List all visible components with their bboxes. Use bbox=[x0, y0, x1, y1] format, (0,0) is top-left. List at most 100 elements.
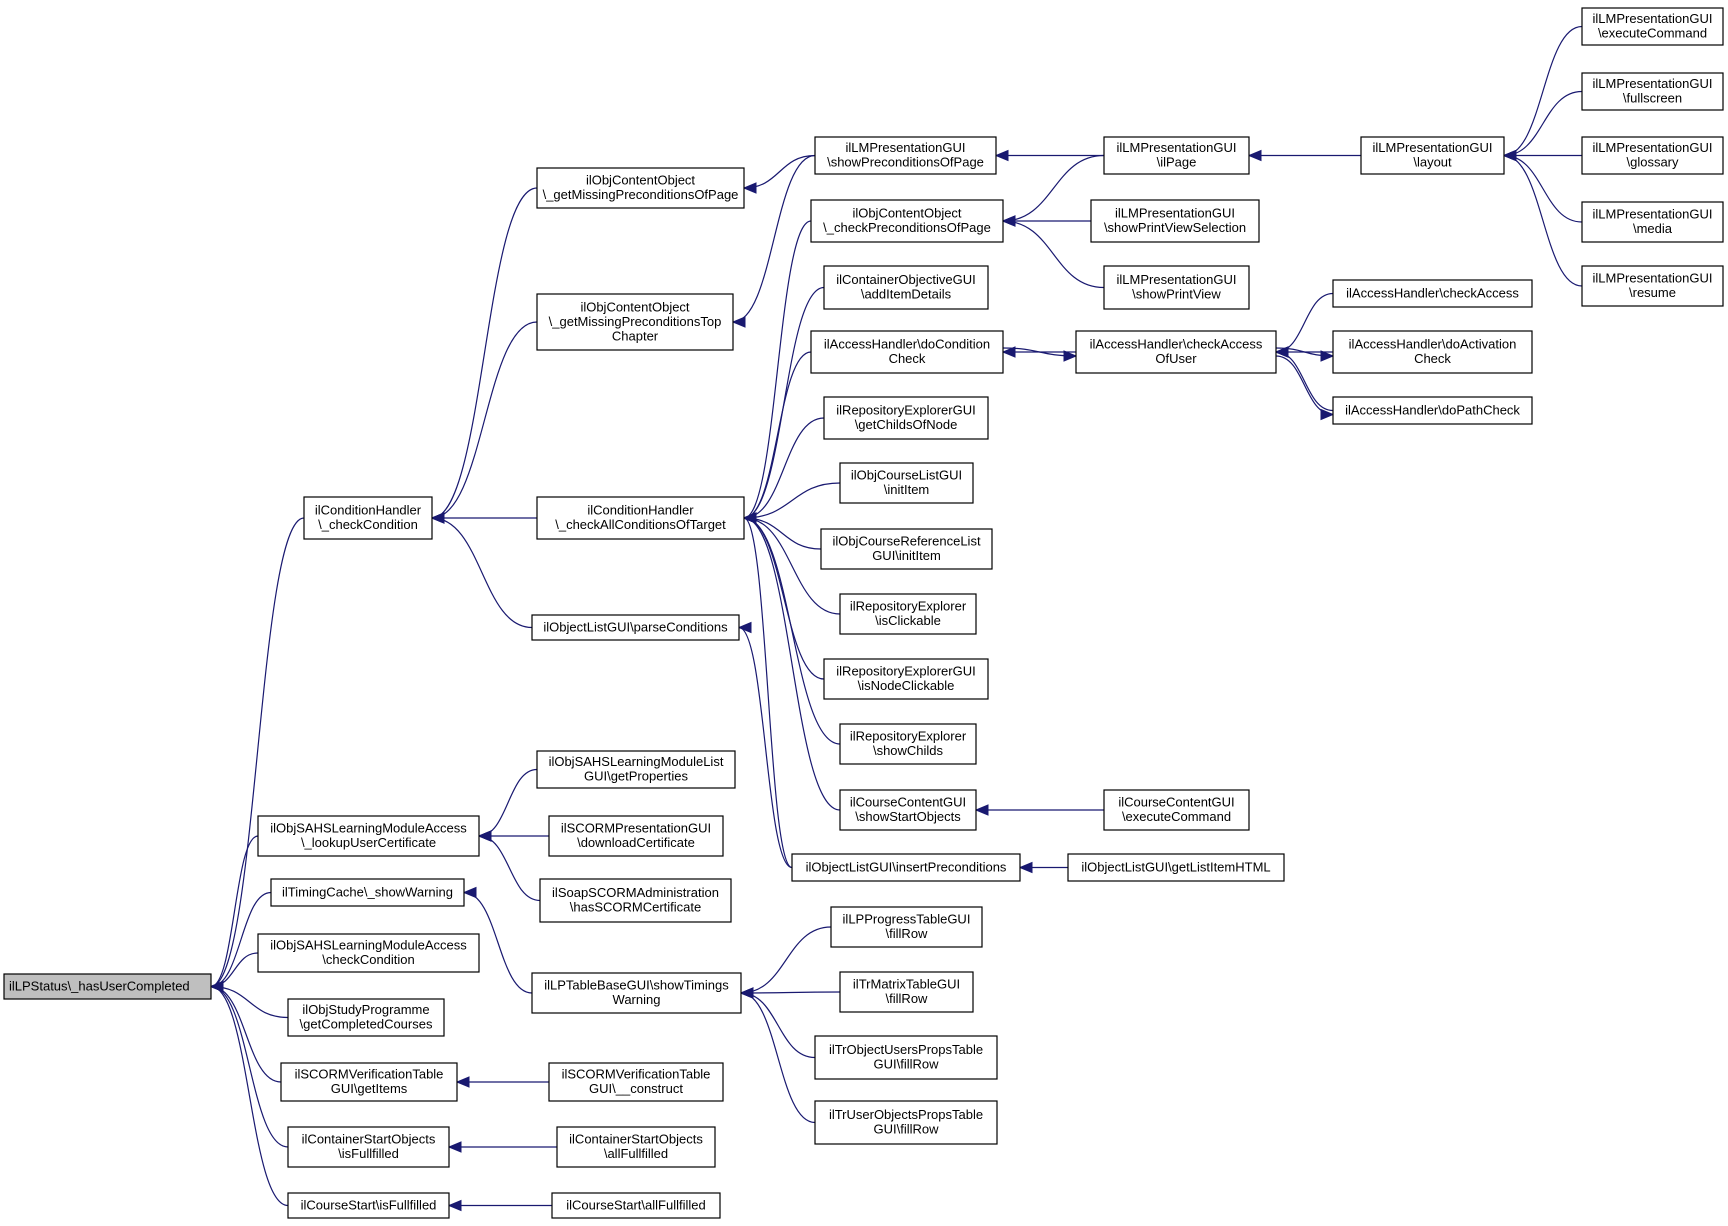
edge-n42-n49 bbox=[1503, 154, 1583, 223]
node-ilrepositoryexplorer-isclickable[interactable]: ilRepositoryExplorer\isClickable bbox=[839, 593, 977, 635]
node-label: ilLMPresentationGUI bbox=[1117, 140, 1237, 155]
node-box bbox=[814, 1035, 998, 1080]
node-ilrepositoryexplorergui-isnodeclickable[interactable]: ilRepositoryExplorerGUI\isNodeClickable bbox=[823, 658, 989, 700]
node-illmpresentationgui-showprintview[interactable]: ilLMPresentationGUI\showPrintView bbox=[1103, 265, 1250, 310]
node-ilrepositoryexplorergui-getchildsofnode[interactable]: ilRepositoryExplorerGUI\getChildsOfNode bbox=[823, 396, 989, 440]
node-label: Check bbox=[889, 351, 926, 366]
node-box bbox=[280, 1062, 458, 1102]
node-label: \media bbox=[1633, 221, 1673, 236]
node-ilcontainerobjectivegui-additemdetails[interactable]: ilContainerObjectiveGUI\addItemDetails bbox=[823, 265, 989, 310]
node-ilaccesshandler-checkaccess[interactable]: ilAccessHandler\checkAccess bbox=[1332, 279, 1533, 308]
node-label: \showChilds bbox=[873, 743, 944, 758]
node-label: ilLMPresentationGUI bbox=[1593, 140, 1713, 155]
arrowhead-n11-n31 bbox=[742, 512, 757, 524]
node-ilcontainerstartobjects-allfullfilled[interactable]: ilContainerStartObjects\allFullfilled bbox=[556, 1126, 716, 1168]
node-illpprogresstablegui-fillrow[interactable]: ilLPProgressTableGUI\fillRow bbox=[830, 906, 983, 948]
node-ilcontainerstartobjects-isfullfilled[interactable]: ilContainerStartObjects\isFullfilled bbox=[287, 1126, 450, 1168]
arrowhead-n0-n8 bbox=[209, 980, 224, 993]
node-label: ilObjContentObject bbox=[852, 206, 961, 221]
node-ilcoursestart-allfullfilled[interactable]: ilCourseStart\allFullfilled bbox=[551, 1192, 721, 1219]
node-illmpresentationgui-fullscreen[interactable]: ilLMPresentationGUI\fullscreen bbox=[1581, 72, 1724, 111]
node-ilobjsahslearningmoduleaccess-checkcondition[interactable]: ilObjSAHSLearningModuleAccess\checkCondi… bbox=[257, 933, 480, 973]
node-ilcoursestart-isfullfilled[interactable]: ilCourseStart\isFullfilled bbox=[287, 1192, 450, 1219]
node-label: \resume bbox=[1629, 285, 1676, 300]
node-iltrmatrixtablegui-fillrow[interactable]: ilTrMatrixTableGUI\fillRow bbox=[839, 971, 974, 1013]
node-ilconditionhandler-checkcondition[interactable]: ilConditionHandler\_checkCondition bbox=[303, 496, 433, 540]
node-label: ilCourseContentGUI bbox=[850, 795, 966, 810]
node-ilcoursecontentgui-showstartobjects[interactable]: ilCourseContentGUI\showStartObjects bbox=[839, 789, 977, 831]
arrowhead-n6-n17 bbox=[455, 1076, 470, 1088]
node-label: ilSoapSCORMAdministration bbox=[552, 885, 719, 900]
node-box bbox=[820, 528, 993, 570]
node-label: Warning bbox=[613, 992, 661, 1007]
node-ilobjcontentobject-checkpreconditionsofpage[interactable]: ilObjContentObject\_checkPreconditionsOf… bbox=[810, 199, 1004, 243]
node-ilobjcontentobject-getmissingpreconditionstopchapter[interactable]: ilObjContentObject\_getMissingPreconditi… bbox=[536, 293, 734, 351]
node-ilrepositoryexplorer-showchilds[interactable]: ilRepositoryExplorer\showChilds bbox=[839, 723, 977, 765]
node-ilcoursecontentgui-executecommand[interactable]: ilCourseContentGUI\executeCommand bbox=[1103, 789, 1250, 831]
node-ilobjsahslearningmoduleaccess-lookupusercertificate[interactable]: ilObjSAHSLearningModuleAccess\_lookupUse… bbox=[257, 815, 480, 857]
node-box bbox=[1332, 279, 1533, 308]
node-label: \executeCommand bbox=[1122, 809, 1231, 824]
node-ilobjectlistgui-parseconditions[interactable]: ilObjectListGUI\parseConditions bbox=[531, 614, 740, 641]
node-ilobjectlistgui-getlistitemhtml[interactable]: ilObjectListGUI\getListItemHTML bbox=[1067, 853, 1285, 882]
node-illmpresentationgui-resume[interactable]: ilLMPresentationGUI\resume bbox=[1581, 265, 1724, 307]
node-ilscormpresentationgui-downloadcertificate[interactable]: ilSCORMPresentationGUI\downloadCertifica… bbox=[548, 815, 724, 857]
node-ilobjstudyprogramme-getcompletedcourses[interactable]: ilObjStudyProgramme\getCompletedCourses bbox=[287, 998, 445, 1037]
node-illmpresentationgui-media[interactable]: ilLMPresentationGUI\media bbox=[1581, 201, 1724, 243]
node-label: \checkCondition bbox=[322, 952, 415, 967]
arrowhead-n9-n20 bbox=[742, 182, 757, 194]
node-ilobjectlistgui-insertpreconditions[interactable]: ilObjectListGUI\insertPreconditions bbox=[791, 853, 1021, 882]
node-label: GUI\getItems bbox=[331, 1081, 408, 1096]
arrowhead-n16-n35 bbox=[739, 987, 754, 999]
edge-n2-n13 bbox=[478, 768, 538, 837]
node-box bbox=[287, 1192, 450, 1219]
node-label: ilObjContentObject bbox=[580, 299, 689, 314]
node-label: ilAccessHandler\doActivation bbox=[1349, 337, 1517, 352]
node-illmpresentationgui-showpreconditionsofpage[interactable]: ilLMPresentationGUI\showPreconditionsOfP… bbox=[814, 136, 997, 175]
node-label: \isClickable bbox=[875, 613, 941, 628]
edge-n39-n45 bbox=[1275, 351, 1334, 412]
node-ilobjcontentobject-getmissingpreconditionsofpage[interactable]: ilObjContentObject\_getMissingPreconditi… bbox=[536, 167, 745, 209]
node-box bbox=[1581, 265, 1724, 307]
edge-n0-n8 bbox=[210, 985, 289, 1207]
node-ilaccesshandler-dopathcheck[interactable]: ilAccessHandler\doPathCheck bbox=[1332, 396, 1533, 425]
arrowhead-n31-n41 bbox=[1018, 861, 1033, 874]
node-box bbox=[548, 815, 724, 857]
node-ilobjcourselistgui-inititem[interactable]: ilObjCourseListGUI\initItem bbox=[839, 462, 974, 504]
node-illmpresentationgui-layout[interactable]: ilLMPresentationGUI\layout bbox=[1360, 136, 1505, 175]
node-label: ilRepositoryExplorer bbox=[850, 729, 967, 744]
arrowhead-n44-n39 bbox=[1320, 350, 1335, 362]
node-illmpresentationgui-executecommand[interactable]: ilLMPresentationGUI\executeCommand bbox=[1581, 7, 1724, 46]
edge-n10-n20 bbox=[732, 154, 816, 323]
node-ilobjsahslearningmodulelistgui-getproperties[interactable]: ilObjSAHSLearningModuleListGUI\getProper… bbox=[536, 750, 736, 789]
node-illmpresentationgui-showprintviewselection[interactable]: ilLMPresentationGUI\showPrintViewSelecti… bbox=[1090, 199, 1260, 243]
node-box bbox=[1332, 330, 1533, 374]
arrowhead-n3-n16 bbox=[462, 886, 477, 899]
node-box bbox=[1581, 72, 1724, 111]
node-illmpresentationgui-glossary[interactable]: ilLMPresentationGUI\glossary bbox=[1581, 136, 1724, 175]
edge-n11-n29 bbox=[743, 517, 841, 745]
node-label: \_checkPreconditionsOfPage bbox=[823, 220, 991, 235]
edge-n1-n12 bbox=[431, 517, 533, 629]
node-iltimingcache-showwarning[interactable]: ilTimingCache\_showWarning bbox=[270, 878, 465, 907]
node-box bbox=[531, 972, 742, 1014]
node-label: ilTrMatrixTableGUI bbox=[853, 977, 960, 992]
node-illpstatus-hasusercompleted[interactable]: ilLPStatus\_hasUserCompleted bbox=[3, 973, 212, 1000]
node-ilsoapscormadministration-hasscormcertificate[interactable]: ilSoapSCORMAdministration\hasSCORMCertif… bbox=[539, 878, 732, 923]
node-label: ilRepositoryExplorerGUI bbox=[836, 664, 975, 679]
node-illmpresentationgui-ilpage[interactable]: ilLMPresentationGUI\ilPage bbox=[1103, 136, 1250, 175]
node-label: ilLMPresentationGUI bbox=[1593, 207, 1713, 222]
node-label: \isNodeClickable bbox=[858, 678, 955, 693]
node-box bbox=[823, 396, 989, 440]
node-ilconditionhandler-checkallconditionsoftarget[interactable]: ilConditionHandler\_checkAllConditionsOf… bbox=[536, 496, 745, 540]
node-box bbox=[287, 1126, 450, 1168]
